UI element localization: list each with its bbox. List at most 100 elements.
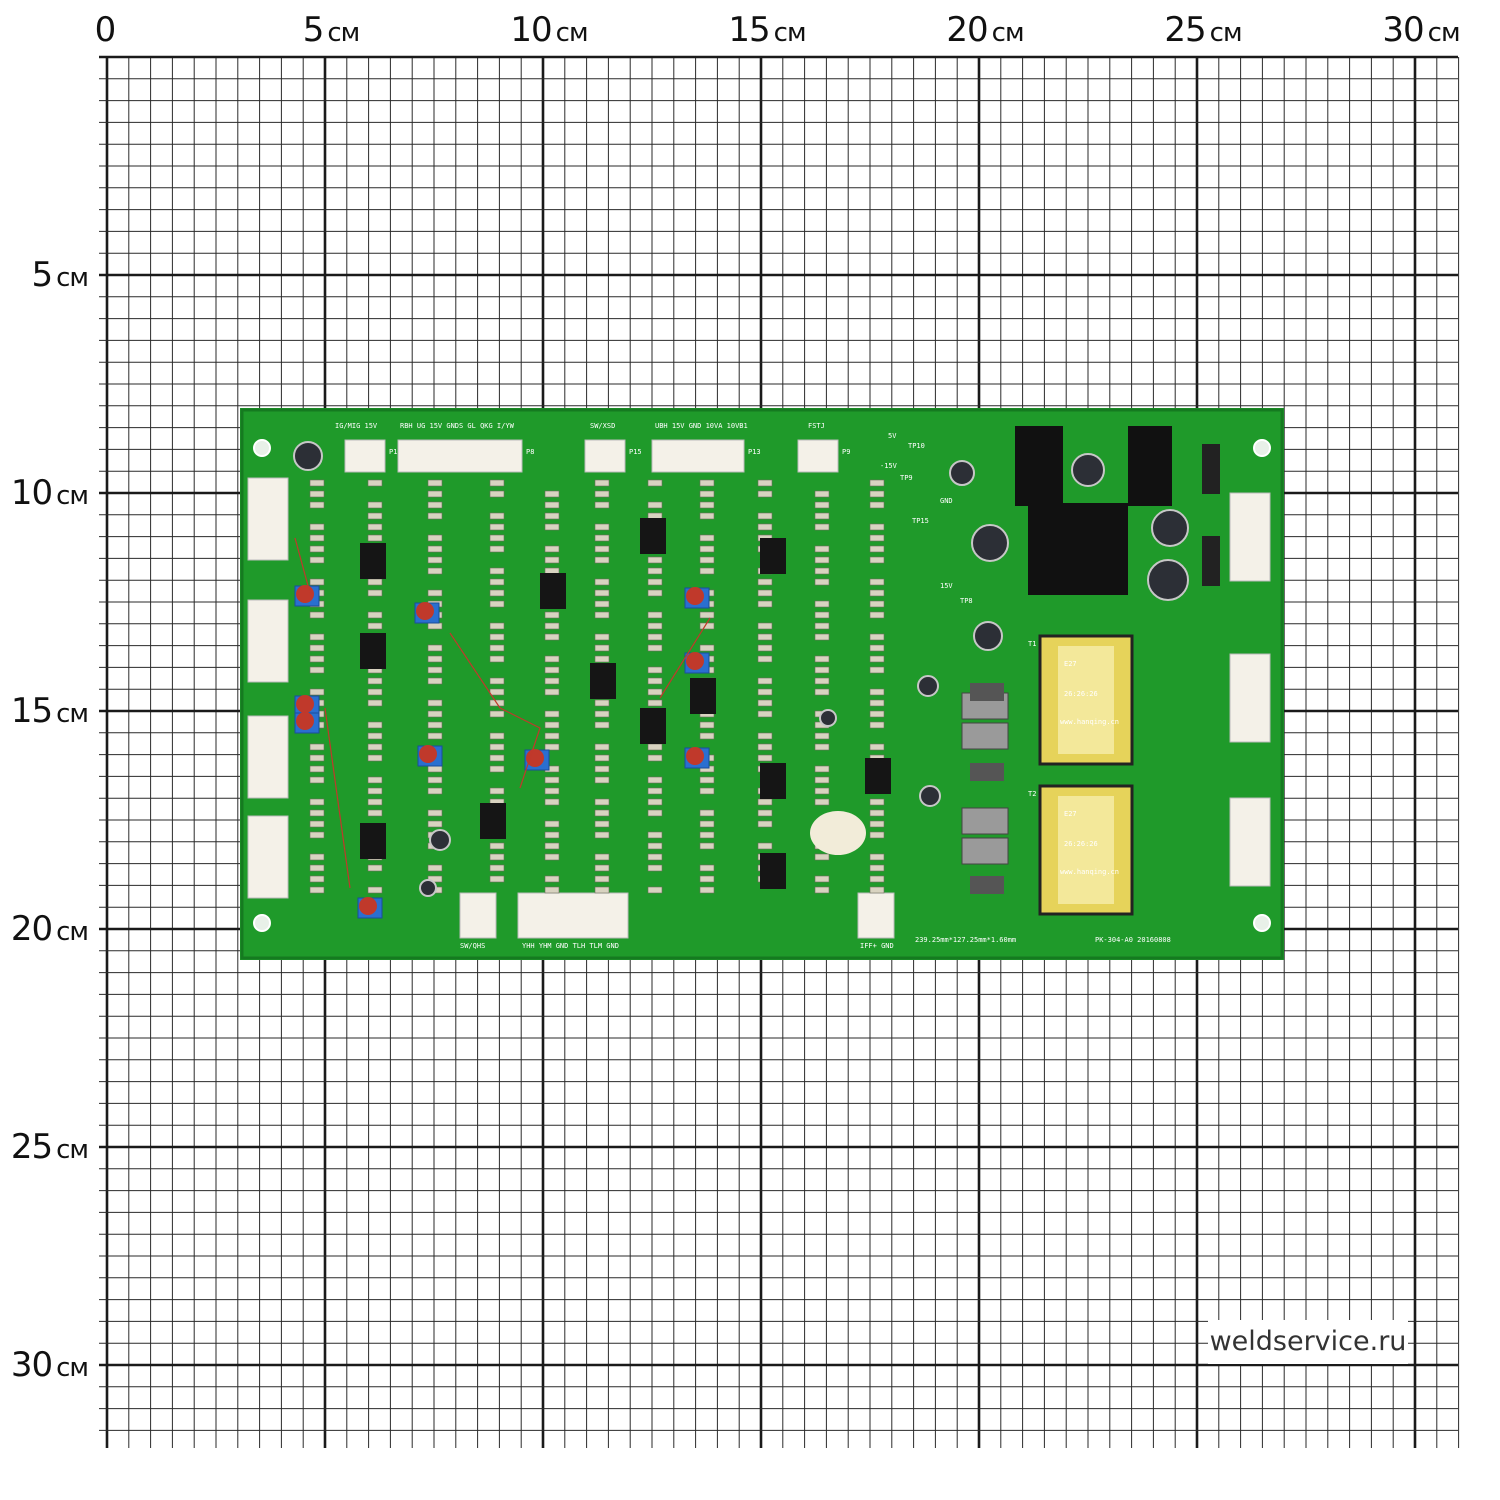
smd-resistor: [699, 721, 715, 729]
smd-resistor: [757, 633, 773, 641]
smd-resistor: [699, 886, 715, 894]
pcb-dimension-text: 239.25mm*127.25mm*1.60mm: [915, 936, 1016, 944]
smd-resistor: [544, 666, 560, 674]
y-axis-label-number: 5: [31, 255, 53, 295]
smd-resistor: [309, 534, 325, 542]
smd-resistor: [757, 699, 773, 707]
smd-resistor: [427, 721, 443, 729]
smd-resistor: [757, 732, 773, 740]
smd-resistor: [757, 479, 773, 487]
smd-resistor: [594, 523, 610, 531]
smd-resistor: [814, 545, 830, 553]
smd-resistor: [489, 523, 505, 531]
smd-resistor: [757, 512, 773, 520]
smd-resistor: [427, 490, 443, 498]
x-axis-label-unit: см: [1209, 18, 1243, 48]
left-connector: [247, 715, 289, 799]
y-axis-label-unit: см: [56, 917, 89, 947]
smd-resistor: [647, 842, 663, 850]
smd-resistor: [869, 853, 885, 861]
smd-resistor: [757, 688, 773, 696]
smd-resistor: [489, 567, 505, 575]
smd-resistor: [869, 600, 885, 608]
smd-resistor: [814, 732, 830, 740]
top-connector: [651, 439, 745, 473]
smd-resistor: [309, 688, 325, 696]
power-transistor: [961, 837, 1009, 865]
smd-resistor: [699, 479, 715, 487]
electrolytic-capacitor: [919, 785, 941, 807]
smd-resistor: [489, 743, 505, 751]
smd-resistor: [869, 831, 885, 839]
smd-resistor: [757, 578, 773, 586]
y-axis-label-unit: см: [56, 263, 89, 293]
electrolytic-capacitor: [949, 460, 975, 486]
smd-resistor: [427, 787, 443, 795]
smd-resistor: [869, 886, 885, 894]
smd-resistor: [869, 798, 885, 806]
smd-resistor: [594, 490, 610, 498]
smd-resistor: [367, 479, 383, 487]
smd-resistor: [814, 501, 830, 509]
smd-resistor: [699, 567, 715, 575]
smd-resistor: [594, 655, 610, 663]
smd-resistor: [367, 743, 383, 751]
smd-resistor: [757, 600, 773, 608]
smd-resistor: [699, 809, 715, 817]
smd-resistor: [814, 688, 830, 696]
smd-resistor: [869, 743, 885, 751]
smd-resistor: [814, 578, 830, 586]
smd-resistor: [427, 864, 443, 872]
trimmer-knob: [359, 897, 377, 915]
smd-resistor: [544, 853, 560, 861]
connector-label: P15: [629, 448, 642, 456]
x-axis-label-number: 15: [728, 10, 770, 50]
smd-resistor: [427, 666, 443, 674]
smd-resistor: [594, 501, 610, 509]
transformer-designator: T1: [1028, 640, 1036, 648]
bottom-connector: [459, 892, 497, 939]
smd-resistor: [594, 578, 610, 586]
top-connector: [584, 439, 626, 473]
smd-resistor: [647, 798, 663, 806]
smd-resistor: [367, 721, 383, 729]
smd-resistor: [309, 776, 325, 784]
mounting-hole: [253, 914, 271, 932]
smd-resistor: [869, 699, 885, 707]
smd-resistor: [594, 809, 610, 817]
smd-resistor: [594, 534, 610, 542]
top-connector: [344, 439, 386, 473]
x-axis-label-number: 10: [510, 10, 552, 50]
smd-resistor: [489, 787, 505, 795]
smd-resistor: [544, 721, 560, 729]
transformer-text: E27: [1064, 660, 1077, 668]
smd-resistor: [309, 611, 325, 619]
smd-resistor: [869, 633, 885, 641]
bottom-connector-label: YHH YHM GND TLH TLM GND: [522, 942, 619, 950]
smd-resistor: [544, 622, 560, 630]
smd-resistor: [367, 864, 383, 872]
smd-resistor: [757, 655, 773, 663]
ferrite-bead: [1202, 536, 1220, 586]
smd-resistor: [647, 743, 663, 751]
electrolytic-capacitor: [1151, 509, 1189, 547]
smd-resistor: [594, 556, 610, 564]
smd-resistor: [594, 765, 610, 773]
smd-resistor: [544, 831, 560, 839]
smd-resistor: [699, 776, 715, 784]
smd-resistor: [367, 886, 383, 894]
smd-resistor: [814, 798, 830, 806]
smd-resistor: [367, 611, 383, 619]
transformer-text: www.hanqing.cn: [1060, 868, 1119, 876]
header-label: SW/XSD: [590, 422, 615, 430]
electrolytic-capacitor: [819, 709, 837, 727]
smd-resistor: [699, 842, 715, 850]
power-label: TP8: [960, 597, 973, 605]
smd-resistor: [367, 776, 383, 784]
smd-resistor: [699, 556, 715, 564]
